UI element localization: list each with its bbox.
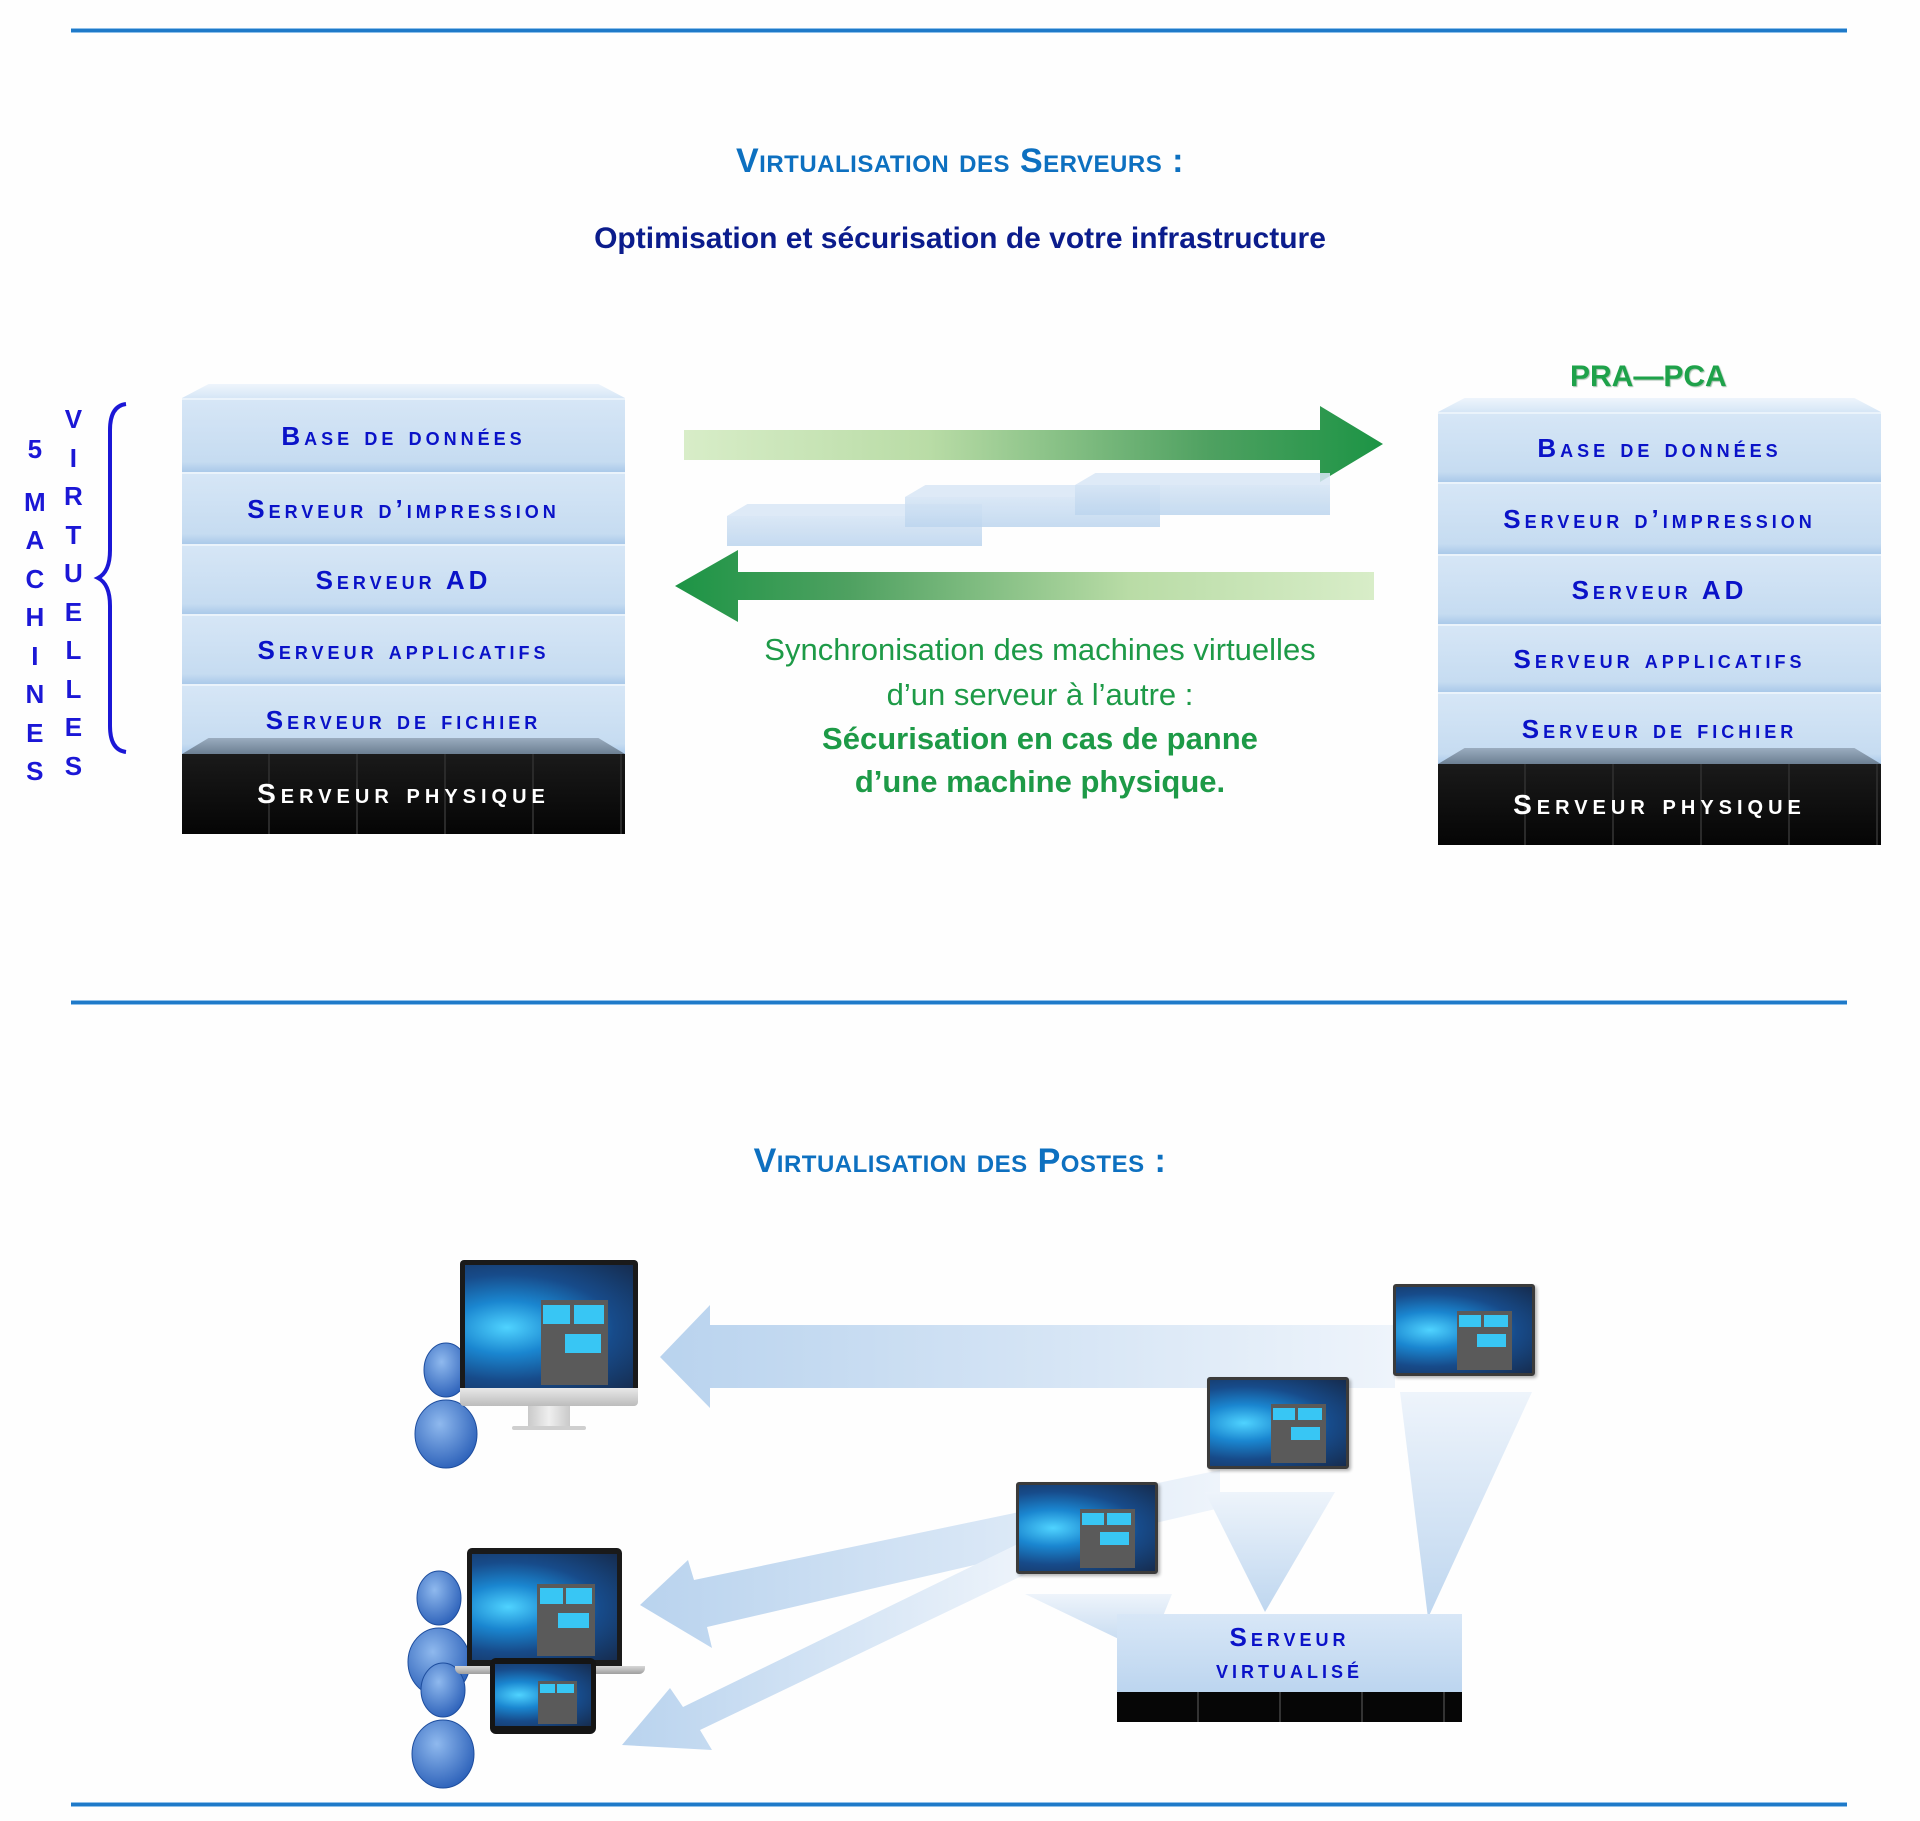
physical-server: Serveur physique <box>182 754 625 834</box>
physical-server: Serveur physique <box>1438 764 1881 845</box>
vm-layer-ad-server: Serveur AD <box>182 544 625 614</box>
vm-count-label-col2: V I R T U E L L E S <box>64 400 83 785</box>
user-icon <box>414 1342 478 1469</box>
vm-count-label-col1: 5 M A C H I N E S <box>24 430 46 791</box>
letter: E <box>64 596 83 627</box>
tablet-icon <box>490 1658 596 1734</box>
letter: 5 <box>27 434 43 464</box>
vm-layer-print-server: Serveur d’impression <box>1438 482 1881 554</box>
vm-layer-ad-server: Serveur AD <box>1438 554 1881 624</box>
sync-caption-line4: d’une machine physique. <box>854 764 1226 799</box>
letter: L <box>65 673 82 704</box>
letter: I <box>69 442 77 473</box>
stack-top <box>182 384 625 398</box>
vm-layer-app-server: Serveur applicatifs <box>1438 624 1881 692</box>
letter: S <box>64 750 83 781</box>
letter: N <box>25 679 45 709</box>
virtual-desktop-2 <box>1207 1377 1349 1469</box>
letter: A <box>25 525 45 555</box>
letter: T <box>65 519 82 550</box>
servers-section-subtitle: Optimisation et sécurisation de votre in… <box>594 222 1326 255</box>
virtual-desktop-3 <box>1393 1284 1535 1376</box>
right-server-stack: Base de données Serveur d’impression Ser… <box>1438 398 1881 845</box>
arrow-to-tablet-icon <box>622 1538 1030 1750</box>
top-divider <box>71 29 1847 32</box>
letter: V <box>64 404 83 434</box>
server-chassis <box>1117 1692 1462 1722</box>
vm-layer-database: Base de données <box>182 398 625 472</box>
sync-caption-line3: Sécurisation en cas de panne <box>822 721 1258 756</box>
arrow-right-icon <box>684 406 1383 482</box>
letter: U <box>64 558 83 588</box>
letter: E <box>64 712 83 742</box>
servers-section-title: Virtualisation des Serveurs : <box>736 142 1184 180</box>
letter: H <box>25 602 45 632</box>
vm-layer-print-server: Serveur d’impression <box>182 472 625 544</box>
letter: L <box>65 635 82 665</box>
middle-divider <box>71 1001 1847 1004</box>
user-icon <box>411 1662 475 1789</box>
arrow-left-icon <box>675 550 1374 622</box>
bottom-divider <box>71 1803 1847 1806</box>
letter: R <box>64 481 83 511</box>
sync-caption-line2: d’un serveur à l’autre : <box>886 677 1194 712</box>
sync-arrows <box>675 406 1383 622</box>
virtual-desktop-1 <box>1016 1482 1158 1574</box>
sync-caption-line1: Synchronisation des machines virtuelles <box>764 632 1316 667</box>
letter: I <box>31 640 39 671</box>
letter: C <box>25 563 45 594</box>
postes-section-title: Virtualisation des Postes : <box>753 1142 1167 1180</box>
letter: S <box>26 756 44 786</box>
left-server-stack: Base de données Serveur d’impression Ser… <box>182 384 625 834</box>
virtualized-server-label: Serveur virtualisé <box>1117 1614 1462 1692</box>
letter: E <box>26 717 44 748</box>
cone-vm2 <box>1205 1492 1335 1612</box>
cone-vm3 <box>1400 1392 1532 1618</box>
migrating-vm-3 <box>1075 485 1330 515</box>
virtualized-server: Serveur virtualisé <box>1117 1614 1462 1722</box>
curly-brace-icon <box>93 402 127 754</box>
desktop-monitor-icon <box>460 1260 638 1430</box>
pra-pca-label: PRA—PCA <box>1570 360 1727 393</box>
vm-layer-app-server: Serveur applicatifs <box>182 614 625 684</box>
letter: M <box>24 486 46 517</box>
stack-top <box>1438 398 1881 412</box>
laptop-icon <box>455 1548 645 1678</box>
vm-layer-database: Base de données <box>1438 412 1881 482</box>
